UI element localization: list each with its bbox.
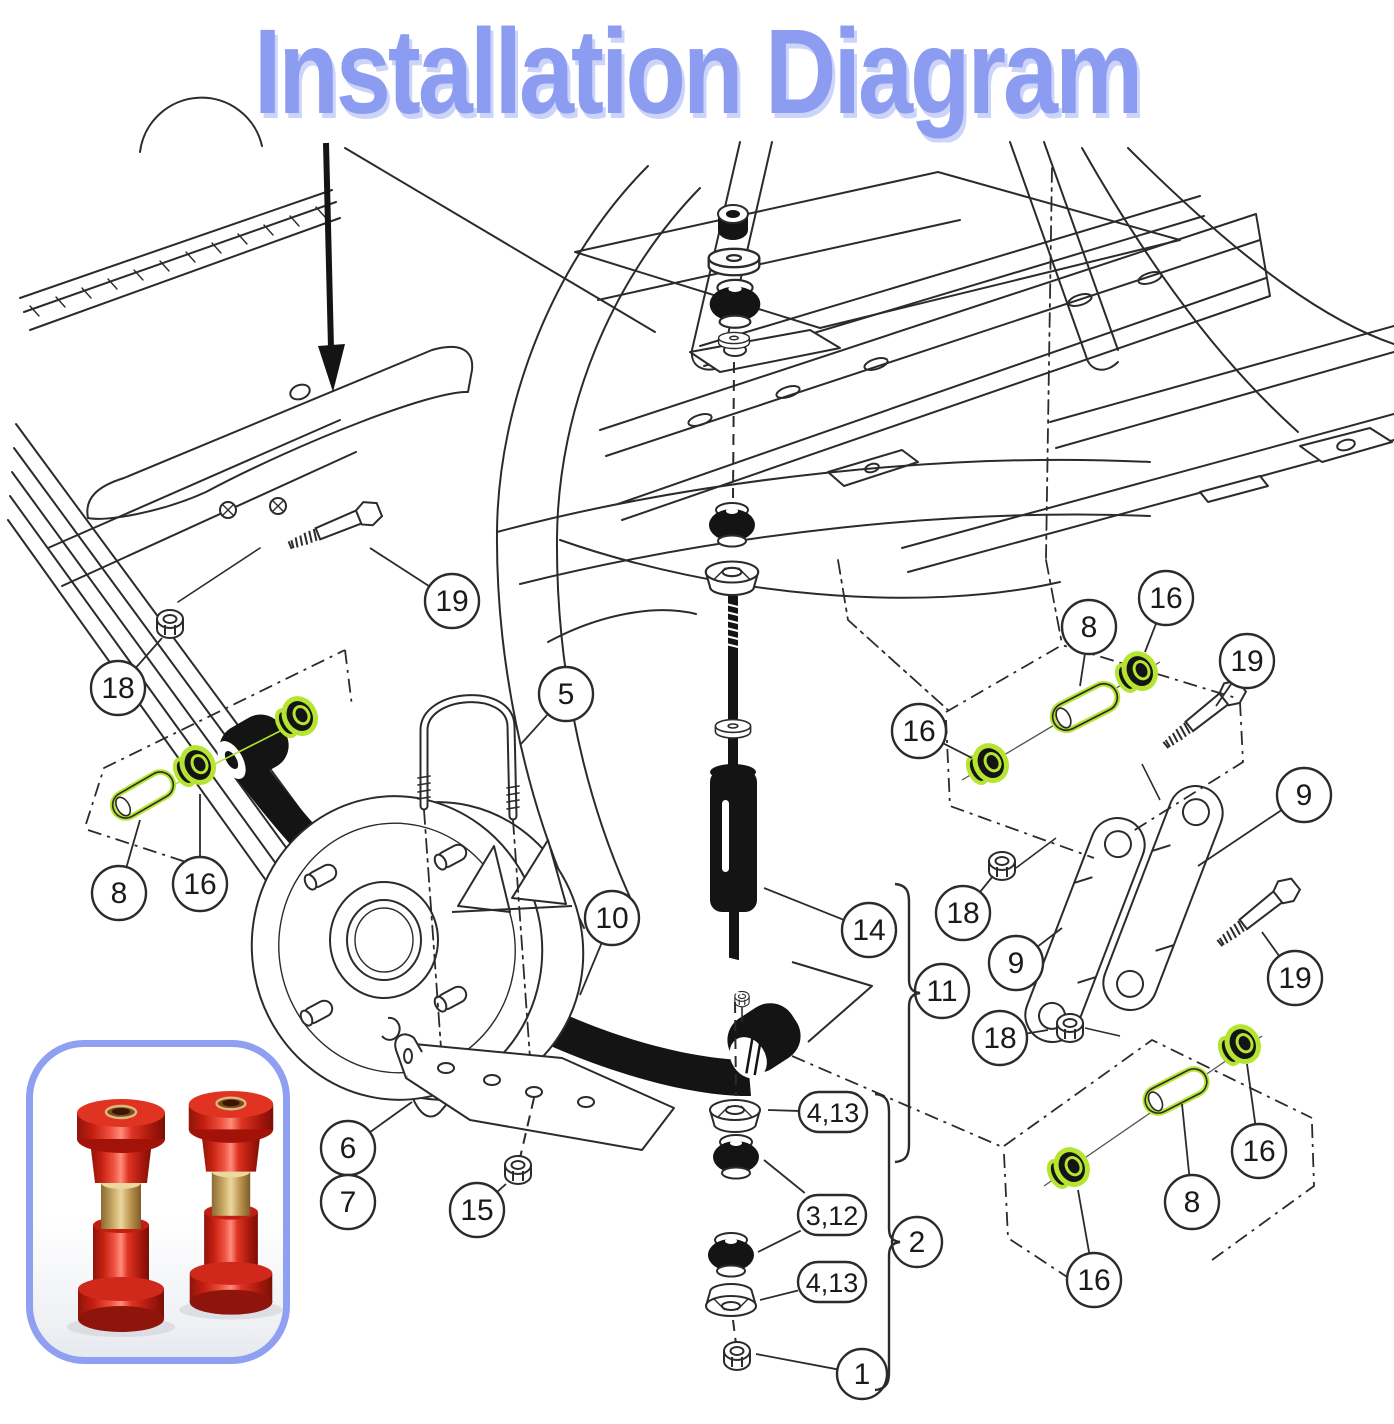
red-bushings-photo [65,1089,283,1339]
bushing-kit-highlight-top-right [945,644,1244,859]
callout-9b: 9 [987,927,1063,992]
callout-label-11: 11 [926,975,957,1008]
leaf-spring-art [217,714,1001,1147]
u-bolt-art [417,694,533,1087]
callout-9a: 9 [1197,766,1333,867]
callout-label-2: 2 [909,1226,926,1259]
shackle-links-art [156,496,1305,1043]
callout-16a: 16 [171,794,229,913]
callout-8a: 8 [90,819,148,922]
page-title: Installation Diagram [253,3,1143,139]
group-brace-2 [874,1092,901,1392]
bushing-kit-highlight-left [85,649,353,863]
callout-16d: 16 [1230,1063,1288,1180]
chassis-frame-art [7,96,1394,1118]
callout-15: 15 [448,1181,507,1239]
group-brace-1 [894,882,921,1164]
callout-16c: 16 [1137,569,1195,653]
spring-plate-art [381,1016,675,1185]
callout-label-413a: 4,13 [807,1098,860,1128]
callout-16e: 16 [1065,1189,1123,1309]
callout-label-14: 14 [852,914,885,947]
brake-drum-art [250,795,585,1101]
callout-label-7: 7 [340,1186,357,1219]
callout-19a: 19 [369,547,481,630]
callout-413a: 4,13 [767,1090,869,1134]
callout-1: 1 [755,1347,889,1401]
install-location-arrow [318,142,345,392]
callout-label-19c: 19 [1278,962,1311,995]
callout-label-6: 6 [340,1132,357,1165]
callout-8c: 8 [1163,1103,1221,1231]
callout-19b: 19 [1215,632,1276,707]
callout-7: 7 [319,1173,377,1231]
callout-label-8c: 8 [1184,1186,1201,1219]
callout-label-9a: 9 [1296,779,1313,812]
red-bushing-1 [65,1097,177,1339]
callout-413b: 4,13 [759,1260,868,1304]
callout-5: 5 [520,665,595,745]
callout-14: 14 [763,887,898,959]
callout-label-8b: 8 [1081,611,1098,644]
callout-label-16e: 16 [1077,1264,1110,1297]
callout-label-16b: 16 [902,715,935,748]
callout-8b: 8 [1060,598,1118,687]
callout-label-1: 1 [854,1358,871,1391]
callout-312: 3,12 [757,1159,868,1253]
spring-wedge-art [451,839,573,913]
callout-label-16c: 16 [1149,582,1182,615]
callout-label-18b: 18 [946,897,979,930]
callout-11: 11 [913,962,971,1020]
shock-absorber-art [704,204,762,1371]
callout-2: 2 [890,1215,944,1269]
callout-18b: 18 [934,875,994,942]
callout-label-312: 3,12 [806,1201,859,1231]
callout-10: 10 [579,889,641,996]
callout-label-19a: 19 [435,585,468,618]
callout-18a: 18 [89,637,163,717]
callout-18c: 18 [971,1009,1049,1067]
red-bushing-2 [177,1089,283,1321]
callout-16b: 16 [890,702,973,760]
callout-label-19b: 19 [1230,645,1263,678]
product-photo-inset [26,1040,290,1364]
callout-label-16d: 16 [1242,1135,1275,1168]
callout-label-18a: 18 [101,672,134,705]
callout-label-413b: 4,13 [806,1268,859,1298]
callout-19c: 19 [1261,931,1324,1007]
callout-label-18c: 18 [983,1022,1016,1055]
callout-label-9b: 9 [1008,947,1025,980]
callout-label-10: 10 [595,902,628,935]
callout-label-8a: 8 [111,877,128,910]
callout-label-16a: 16 [183,868,216,901]
callout-label-5: 5 [558,678,575,711]
callout-6: 6 [319,1101,413,1177]
callout-label-15: 15 [460,1194,493,1227]
